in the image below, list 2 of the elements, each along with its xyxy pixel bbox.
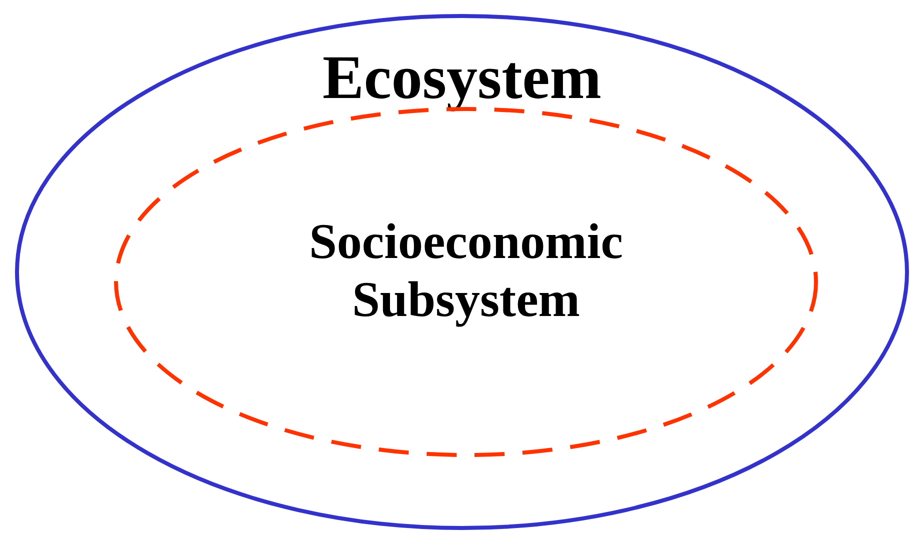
ellipse-label: Socioeconomic Subsystem <box>308 213 624 328</box>
ellipse-label: Ecosystem <box>322 44 602 112</box>
